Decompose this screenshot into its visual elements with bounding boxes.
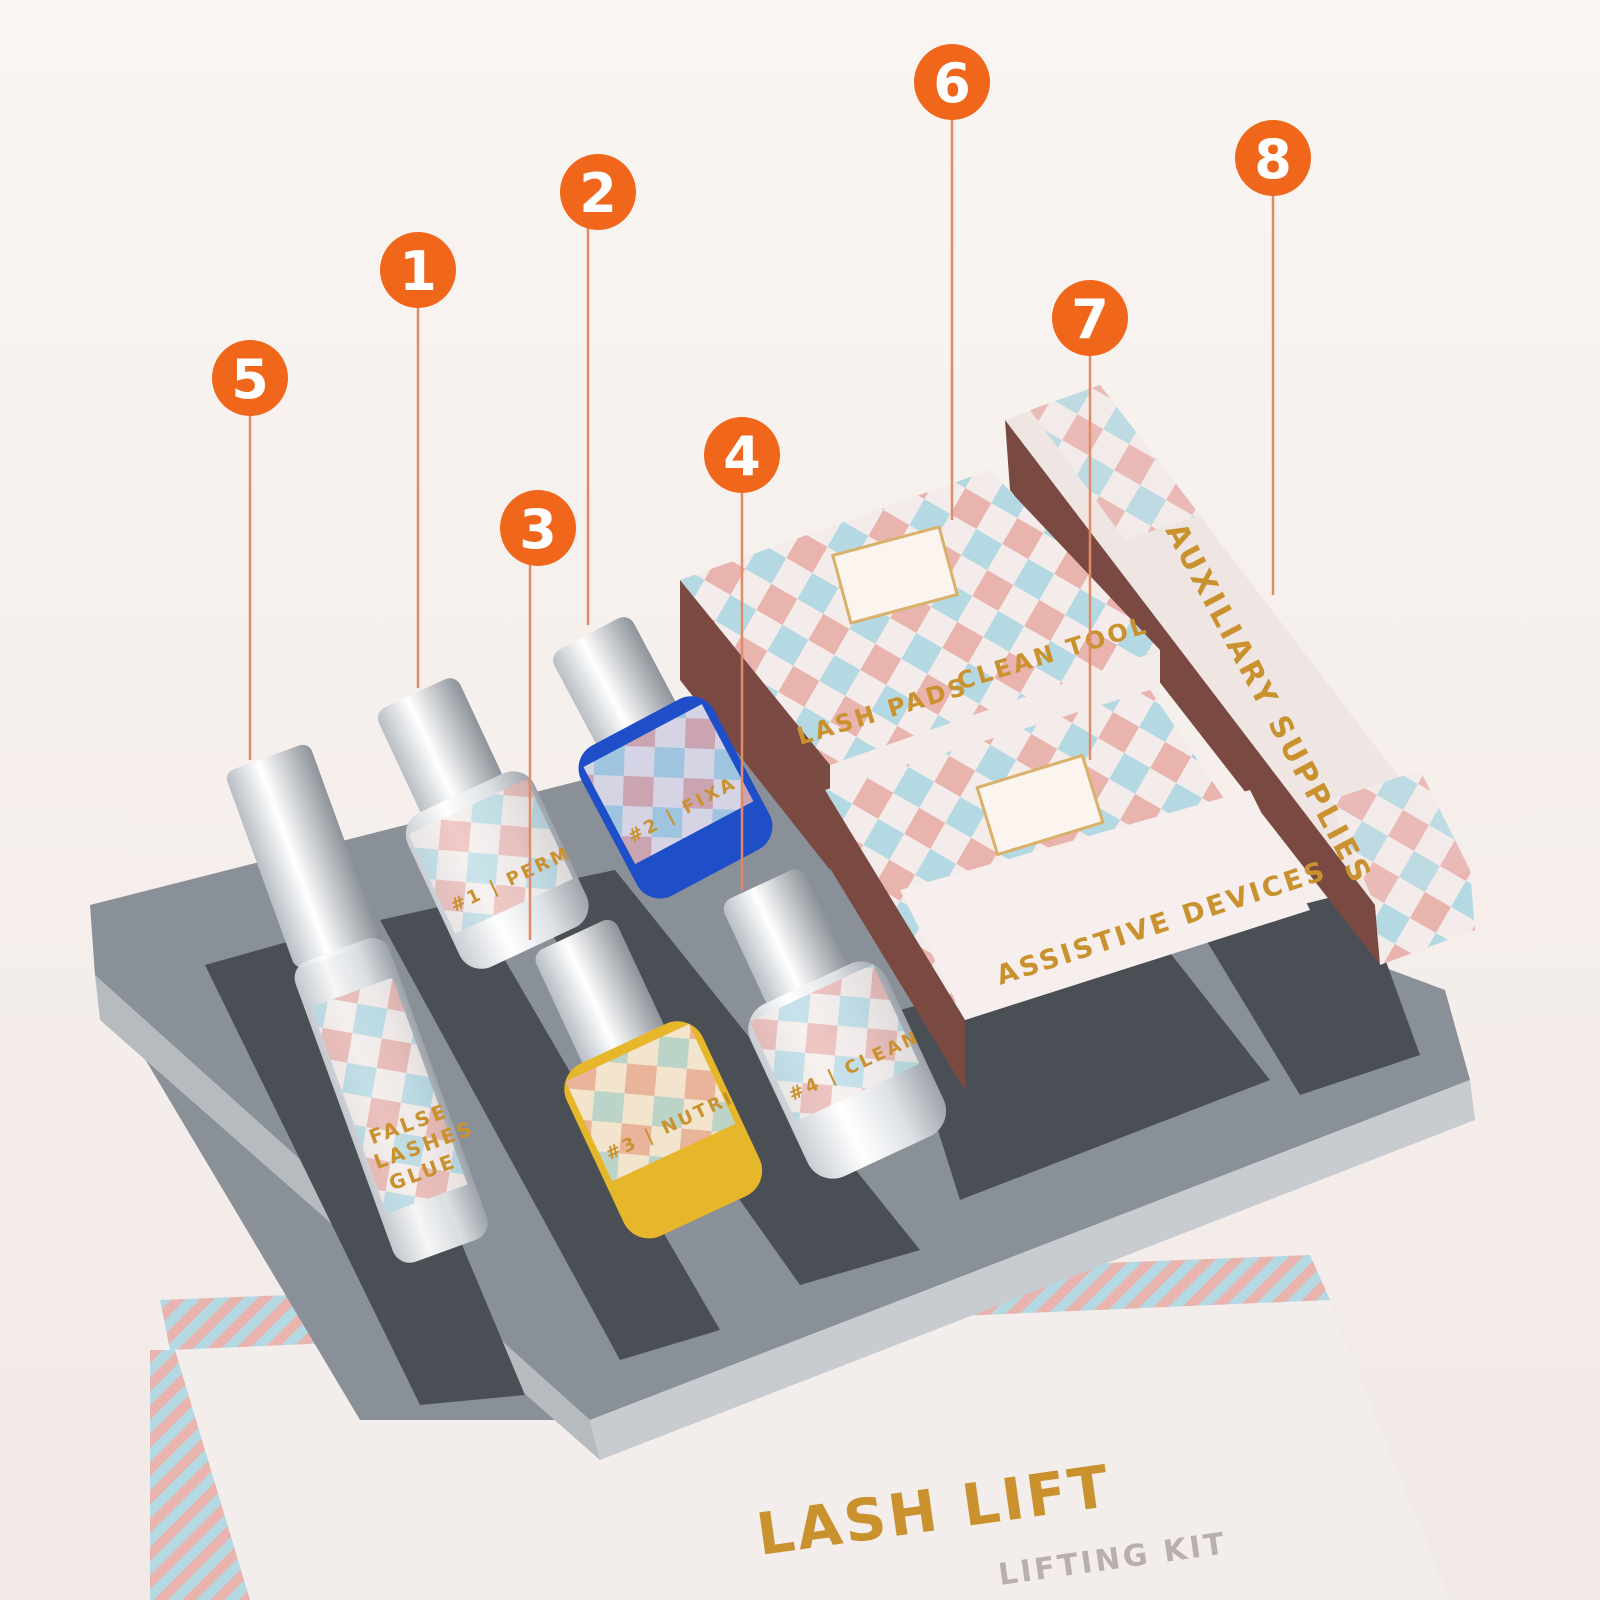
bottle-1-perm: #1 | PERM bbox=[377, 678, 589, 969]
callout-1: 1 bbox=[380, 232, 456, 308]
callout-4-number: 4 bbox=[723, 425, 761, 488]
callout-3: 3 bbox=[500, 490, 576, 566]
tray-slot-2 bbox=[380, 900, 720, 1360]
callout-8-number: 8 bbox=[1254, 128, 1292, 191]
callout-5-number: 5 bbox=[231, 348, 269, 411]
callout-3-number: 3 bbox=[519, 498, 557, 561]
box-logo-plate-2 bbox=[975, 753, 1105, 857]
bottle-4-cleaner: #4 | CLEAN bbox=[723, 869, 947, 1179]
callout-2: 2 bbox=[560, 154, 636, 230]
callout-1-number: 1 bbox=[399, 240, 437, 303]
false-lashes-glue-tube: FALSE LASHES GLUE bbox=[226, 744, 488, 1263]
box-logo-plate-1 bbox=[830, 525, 960, 625]
callout-6: 6 bbox=[914, 44, 990, 120]
callout-lines bbox=[248, 120, 1275, 940]
callout-5: 5 bbox=[212, 340, 288, 416]
callout-8: 8 bbox=[1235, 120, 1311, 196]
callout-7: 7 bbox=[1052, 280, 1128, 356]
assistive-devices-box: ASSISTIVE DEVICES bbox=[825, 690, 1331, 1090]
callout-2-number: 2 bbox=[579, 162, 617, 225]
callout-7-number: 7 bbox=[1071, 288, 1109, 351]
callout-4: 4 bbox=[704, 417, 780, 493]
lash-pads-box: LASH PADS CLEAN TOOL bbox=[680, 470, 1160, 870]
callout-6-number: 6 bbox=[933, 52, 971, 115]
bottle-3-nutrition: #3 | NUTRI bbox=[535, 919, 763, 1239]
bottle-2-fixer: #2 | FIXA bbox=[553, 617, 773, 899]
